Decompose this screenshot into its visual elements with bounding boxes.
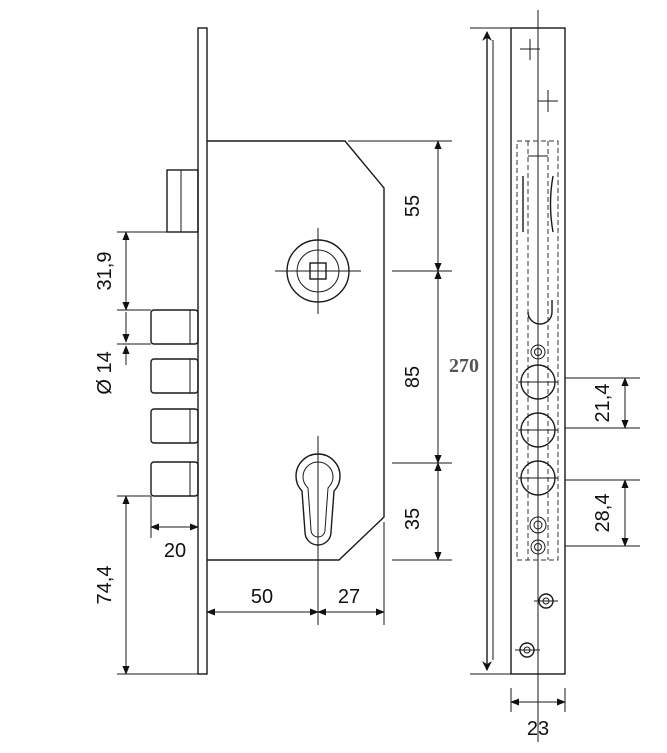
faceplate-side [197,27,208,675]
bolt-1 [150,309,199,345]
latch-curve [527,300,553,325]
label-55: 55 [402,195,424,217]
label-23: 23 [527,718,549,740]
lock-case [207,140,385,561]
label-35: 35 [402,508,424,530]
height-dimensions [348,140,452,561]
label-270: 270 [449,355,479,377]
label-21-4: 21,4 [592,384,614,423]
label-50: 50 [251,586,273,608]
bottom-screws [515,593,558,658]
left-dimensions [117,231,199,675]
latch-block [166,169,199,233]
case-outline-dashed [516,140,559,561]
top-screw-marks [520,39,558,112]
bolt-2 [150,358,199,394]
label-diameter-14: Ø 14 [94,351,116,394]
faceplate-front-view [470,10,640,742]
width-dimensions [206,522,385,625]
label-27: 27 [338,586,360,608]
label-31-9: 31,9 [94,252,116,291]
label-74-4: 74,4 [94,566,116,605]
label-28-4: 28,4 [592,494,614,533]
label-20: 20 [164,540,186,562]
lock-body-side-view [117,27,452,675]
faceplate-dimensions [510,377,640,712]
bolt-4 [150,461,199,497]
bolts [150,309,199,497]
bolt-3 [150,408,199,444]
label-85: 85 [402,366,424,388]
bolt-holes [518,344,558,555]
cylinder-profile [295,436,341,548]
spindle-hub [275,228,361,314]
